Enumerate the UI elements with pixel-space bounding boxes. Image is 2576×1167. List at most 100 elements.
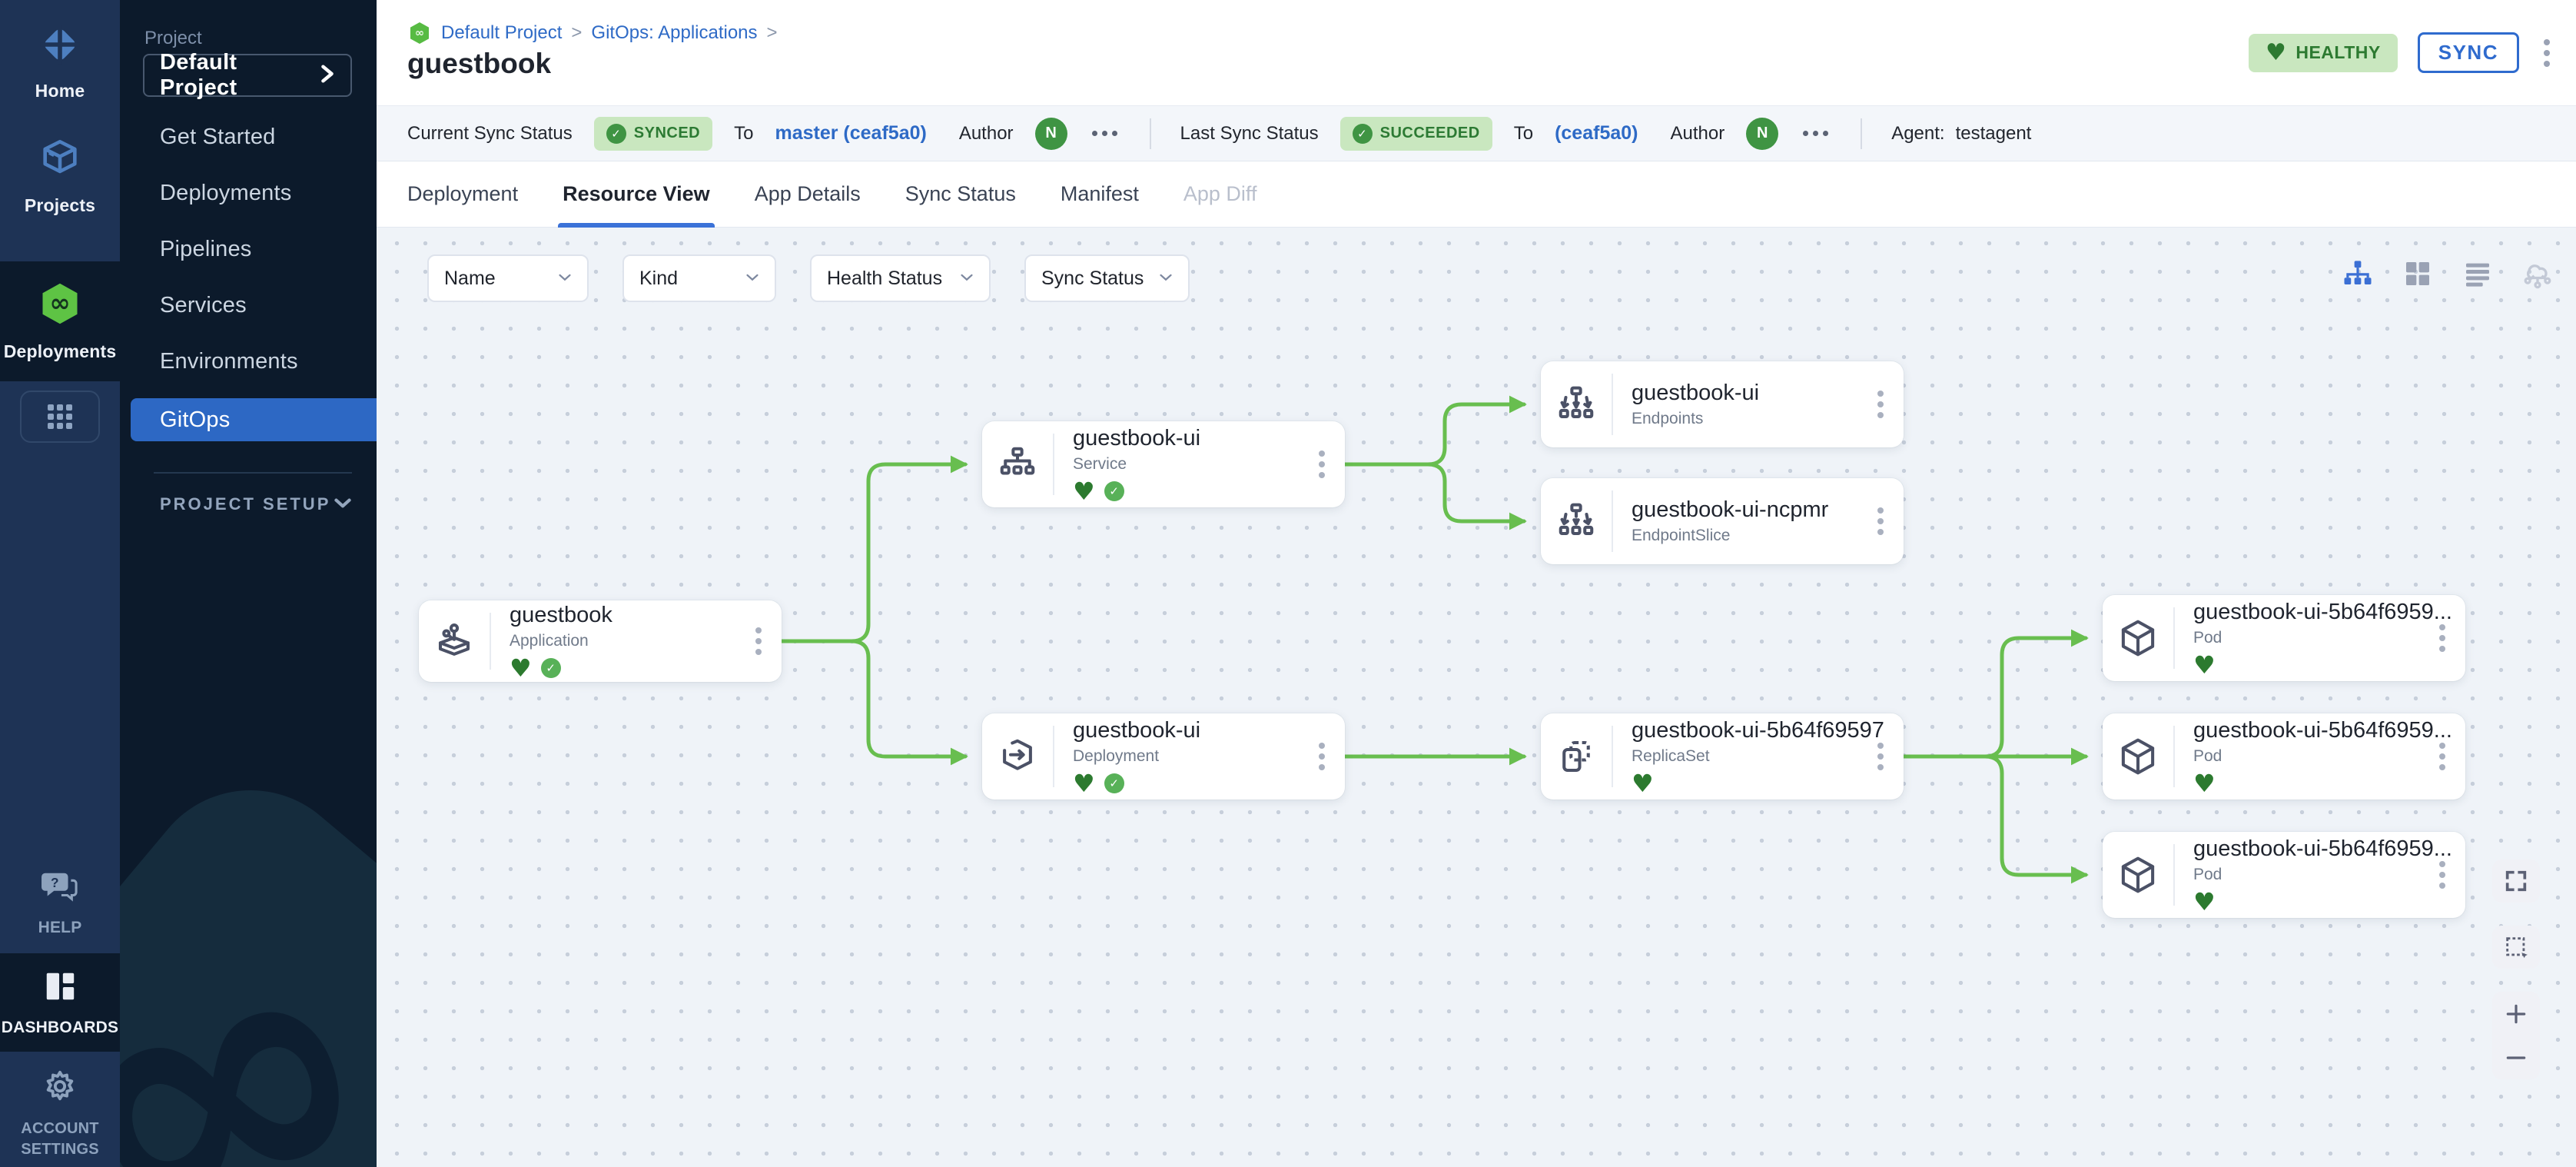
resource-node-deployment-guestbook-ui[interactable]: guestbook-ui Deployment ♥ ✓ [982, 713, 1345, 800]
page-title: guestbook [407, 48, 552, 79]
author-label: Author [1670, 122, 1725, 144]
sync-button[interactable]: SYNC [2417, 32, 2519, 73]
app-options-kebab-menu[interactable] [2539, 35, 2554, 71]
succeeded-badge-label: SUCCEEDED [1379, 125, 1480, 141]
rail-item-dashboards[interactable]: DASHBOARDS [0, 953, 120, 1052]
svg-text:?: ? [51, 874, 59, 889]
tab-deployment[interactable]: Deployment [407, 182, 519, 205]
project-setup-toggle[interactable]: PROJECT SETUP [160, 489, 352, 520]
node-kind: Endpoints [1632, 410, 1704, 427]
fullscreen-button[interactable] [2492, 859, 2540, 903]
tab-resource-view[interactable]: Resource View [558, 161, 715, 228]
node-kebab-menu[interactable] [1314, 446, 1329, 483]
resource-node-endpointslice-guestbook-ui-ncpmr[interactable]: guestbook-ui-ncpmr EndpointSlice [1541, 478, 1904, 564]
chevron-down-icon [334, 497, 352, 513]
gitops-logo-icon: ∞ [37, 281, 83, 331]
pod-cube-icon [2103, 736, 2173, 777]
commit-details-kebab-menu[interactable] [1800, 128, 1831, 139]
node-kebab-menu[interactable] [751, 623, 766, 660]
sidebar-item-label: GitOps [160, 407, 231, 432]
last-target-link[interactable]: (ceaf5a0) [1555, 122, 1638, 144]
rail-label: ACCOUNT SETTINGS [21, 1119, 99, 1158]
project-selector-value: Default Project [160, 50, 237, 100]
resource-node-pod-1[interactable]: guestbook-ui-5b64f6959... Pod ♥ [2103, 595, 2465, 681]
node-name: guestbook-ui [1073, 425, 1201, 451]
module-rail: Home Projects ∞ Deployments ? HELP [0, 0, 120, 1167]
rail-item-home[interactable]: Home [0, 17, 120, 108]
sidebar-item-services[interactable]: Services [120, 284, 377, 327]
sidebar-item-pipelines[interactable]: Pipelines [120, 228, 377, 271]
tree-view-icon[interactable] [2341, 257, 2375, 291]
rail-label: Home [35, 81, 85, 101]
rail-item-projects[interactable]: Projects [0, 129, 120, 223]
node-kebab-menu[interactable] [1873, 738, 1888, 775]
node-kind: Deployment [1073, 746, 1160, 765]
service-icon [982, 444, 1053, 485]
breadcrumb-link-gitops-applications[interactable]: GitOps: Applications [591, 22, 758, 43]
node-kebab-menu[interactable] [1314, 738, 1329, 775]
rail-item-help[interactable]: ? HELP [0, 863, 120, 943]
chevron-down-icon [960, 271, 974, 285]
rail-item-deployments[interactable]: ∞ Deployments [0, 261, 120, 381]
breadcrumb-separator: > [571, 22, 583, 43]
agent-label: Agent: [1891, 122, 1945, 144]
resource-node-endpoints-guestbook-ui[interactable]: guestbook-ui Endpoints [1541, 361, 1904, 447]
gear-icon [42, 1069, 78, 1108]
node-kebab-menu[interactable] [1873, 386, 1888, 423]
list-view-icon[interactable] [2461, 257, 2495, 291]
filter-sync-status-dropdown[interactable]: Sync Status [1024, 254, 1190, 302]
resource-tree-canvas[interactable]: Name Kind Health Status Sync Status [377, 228, 2576, 1167]
rail-label: Projects [24, 195, 96, 215]
deployment-icon [982, 736, 1053, 777]
node-name: guestbook-ui-5b64f6959... [2193, 599, 2452, 624]
zoom-controls [2492, 992, 2540, 1079]
node-kebab-menu[interactable] [2435, 620, 2450, 657]
gitops-logo-icon: ∞ [407, 20, 432, 46]
author-label: Author [958, 122, 1014, 144]
node-kebab-menu[interactable] [2435, 738, 2450, 775]
zoom-in-button[interactable] [2492, 992, 2540, 1036]
tab-manifest[interactable]: Manifest [1060, 182, 1139, 205]
svg-text:∞: ∞ [415, 27, 424, 40]
filter-name-dropdown[interactable]: Name [427, 254, 589, 302]
pod-cube-icon [2103, 854, 2173, 896]
module-picker-button[interactable] [0, 389, 120, 444]
network-view-icon[interactable] [2521, 257, 2554, 291]
resource-node-service-guestbook-ui[interactable]: guestbook-ui Service ♥ ✓ [982, 421, 1345, 507]
project-selector[interactable]: Default Project [143, 50, 352, 100]
zoom-out-button[interactable] [2492, 1036, 2540, 1079]
resource-node-pod-2[interactable]: guestbook-ui-5b64f6959... Pod ♥ [2103, 713, 2465, 800]
resource-node-pod-3[interactable]: guestbook-ui-5b64f6959... Pod ♥ [2103, 832, 2465, 918]
node-kind: Pod [2193, 746, 2222, 765]
check-icon: ✓ [1352, 123, 1373, 144]
grid-view-icon[interactable] [2401, 257, 2435, 291]
help-chat-icon: ? [41, 869, 79, 908]
tab-app-details[interactable]: App Details [754, 182, 861, 205]
node-kind: EndpointSlice [1632, 527, 1731, 544]
filter-kind-dropdown[interactable]: Kind [622, 254, 776, 302]
sidebar-item-environments[interactable]: Environments [120, 340, 377, 383]
agent-value: testagent [1955, 122, 2032, 144]
sidebar-item-gitops[interactable]: GitOps [131, 398, 377, 441]
rail-item-account-settings[interactable]: ACCOUNT SETTINGS [0, 1061, 120, 1167]
resource-node-application-guestbook[interactable]: guestbook Application ♥ ✓ [419, 600, 782, 682]
sync-status-bar: Current Sync Status ✓ SYNCED To master (… [377, 105, 2576, 161]
sidebar-item-label: Environments [160, 348, 298, 374]
to-label: To [734, 122, 754, 144]
app-tabs: Deployment Resource View App Details Syn… [377, 161, 2576, 228]
filter-health-status-dropdown[interactable]: Health Status [810, 254, 991, 302]
resource-node-replicaset-guestbook-ui-5b64f69597[interactable]: guestbook-ui-5b64f69597 ReplicaSet ♥ [1541, 713, 1904, 800]
node-name: guestbook-ui [1073, 717, 1201, 743]
breadcrumb-separator: > [766, 22, 778, 43]
commit-details-kebab-menu[interactable] [1089, 128, 1120, 139]
node-kebab-menu[interactable] [1873, 503, 1888, 540]
node-kebab-menu[interactable] [2435, 856, 2450, 893]
current-target-link[interactable]: master (ceaf5a0) [775, 122, 927, 144]
sidebar-item-get-started[interactable]: Get Started [120, 115, 377, 158]
breadcrumb-link-project[interactable]: Default Project [441, 22, 563, 43]
sidebar-item-deployments[interactable]: Deployments [120, 171, 377, 214]
selection-box-button[interactable] [2492, 926, 2540, 969]
tab-sync-status[interactable]: Sync Status [905, 182, 1016, 205]
healthy-heart-icon: ♥ [1632, 768, 1654, 798]
chevron-down-icon [1159, 271, 1173, 285]
